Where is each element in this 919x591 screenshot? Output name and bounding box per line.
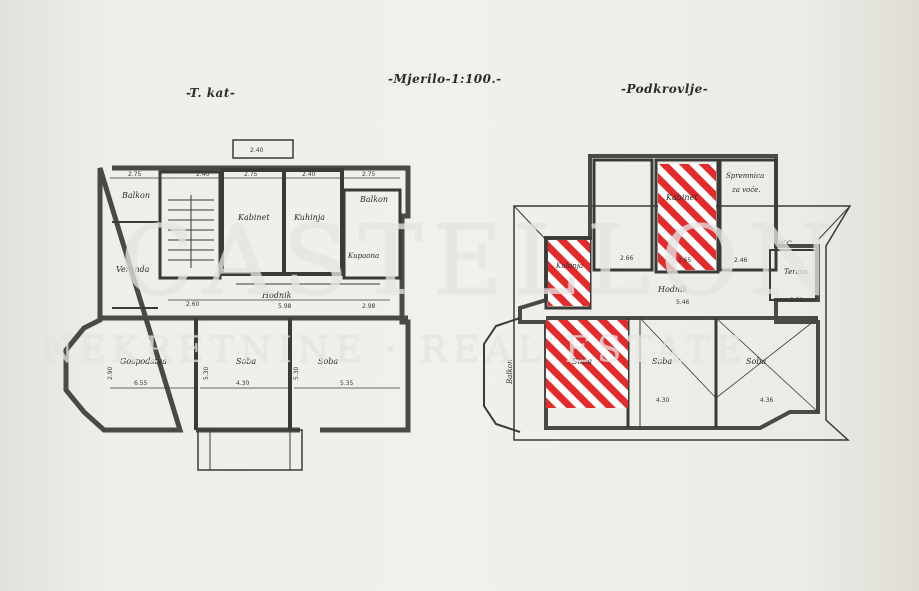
dim-left-width: 6.55: [134, 380, 148, 387]
dim-side-b: 5.30: [203, 366, 210, 380]
dim-right-a: 2.66: [620, 255, 634, 262]
hatched-area-kabinet: [658, 164, 716, 270]
dim-top-b: 2.40: [196, 171, 210, 178]
dim-top-e: 2.75: [362, 171, 376, 178]
outer-walls-left: [63, 165, 411, 433]
label-kuhinja-left: Kuhinja: [293, 213, 325, 222]
kuhinja-room-left: [282, 168, 344, 276]
label-kuhinja-right: Kuhinja: [555, 262, 583, 270]
dim-top-a: 2.75: [128, 171, 142, 178]
dim-right-e: 4.36: [760, 397, 774, 404]
label-kabinet-left: Kabinet: [237, 213, 270, 222]
label-soba-left-right: Soba: [572, 357, 592, 366]
dim-right-b: 2.65: [678, 257, 692, 264]
top-bay-left-plan: [232, 139, 294, 159]
kabinet-room-right: [654, 158, 720, 274]
heading-first-floor: -T. kat-: [186, 86, 236, 100]
label-spremnica-sub: za voće.: [731, 186, 761, 194]
dim-hall-b: 5.98: [278, 303, 292, 310]
first-floor-plan: [63, 139, 411, 471]
stair-room-right: [592, 158, 654, 272]
dim-right-width: 5.35: [340, 380, 354, 387]
dim-hall-a: 2.60: [186, 301, 200, 308]
label-spremnica: Spremnica: [726, 172, 764, 180]
label-kupaona: Kupaona: [347, 252, 379, 260]
stair-room-left: [158, 170, 222, 280]
label-wc: W.C.: [778, 240, 794, 248]
label-veranda: Veranda: [116, 265, 150, 274]
label-terasa: Terasa: [784, 268, 808, 276]
label-hodnik-right: Hodnik: [657, 285, 688, 294]
dim-right-c: 2.46: [734, 257, 748, 264]
hatched-area-soba-left: [546, 320, 628, 408]
attic-plan: [483, 154, 852, 441]
dim-top-bay: 2.40: [250, 147, 264, 154]
label-soba-middle-left: Soba: [236, 357, 256, 366]
label-kabinet-right: Kabinet: [665, 193, 698, 202]
hatched-area-kuhinja: [548, 240, 590, 306]
outer-walls-right: [518, 154, 820, 430]
dim-right-d: 4.30: [656, 397, 670, 404]
bay-right-plan: [483, 317, 521, 433]
label-soba-right-right: Soba: [746, 357, 766, 366]
bottom-bay-left-plan: [197, 429, 303, 471]
stairs-left: [168, 195, 214, 268]
spremnica-room: [718, 158, 778, 272]
roof-outline-right: [513, 205, 852, 441]
dim-side-a: 2.90: [107, 366, 114, 380]
label-balkon-right: Balkon: [359, 195, 388, 204]
label-balkon-right-plan: Balkon: [506, 359, 514, 385]
label-gospodstva: Gospodstva: [120, 357, 167, 366]
dim-hall-c: 2.98: [362, 303, 376, 310]
label-soba-middle-right: Soba: [652, 357, 672, 366]
label-hodnik-left: Hodnik: [261, 291, 292, 300]
dim-side-c: 5.30: [293, 366, 300, 380]
terasa-room: [769, 249, 817, 301]
kabinet-room-left: [220, 168, 286, 276]
label-balkon-top-left: Balkon: [121, 191, 150, 200]
kupaona-room-left: [342, 188, 402, 280]
dim-right-f: 2.50: [790, 297, 804, 304]
label-soba-right-left: Soba: [318, 357, 338, 366]
dim-mid-width: 4.30: [236, 380, 250, 387]
dim-top-c: 2.75: [244, 171, 258, 178]
heading-attic: -Podkrovlje-: [621, 82, 709, 96]
dim-right-g: 5.46: [676, 299, 690, 306]
dim-top-d: 2.40: [302, 171, 316, 178]
heading-scale: -Mjerilo-1:100.-: [388, 72, 502, 86]
